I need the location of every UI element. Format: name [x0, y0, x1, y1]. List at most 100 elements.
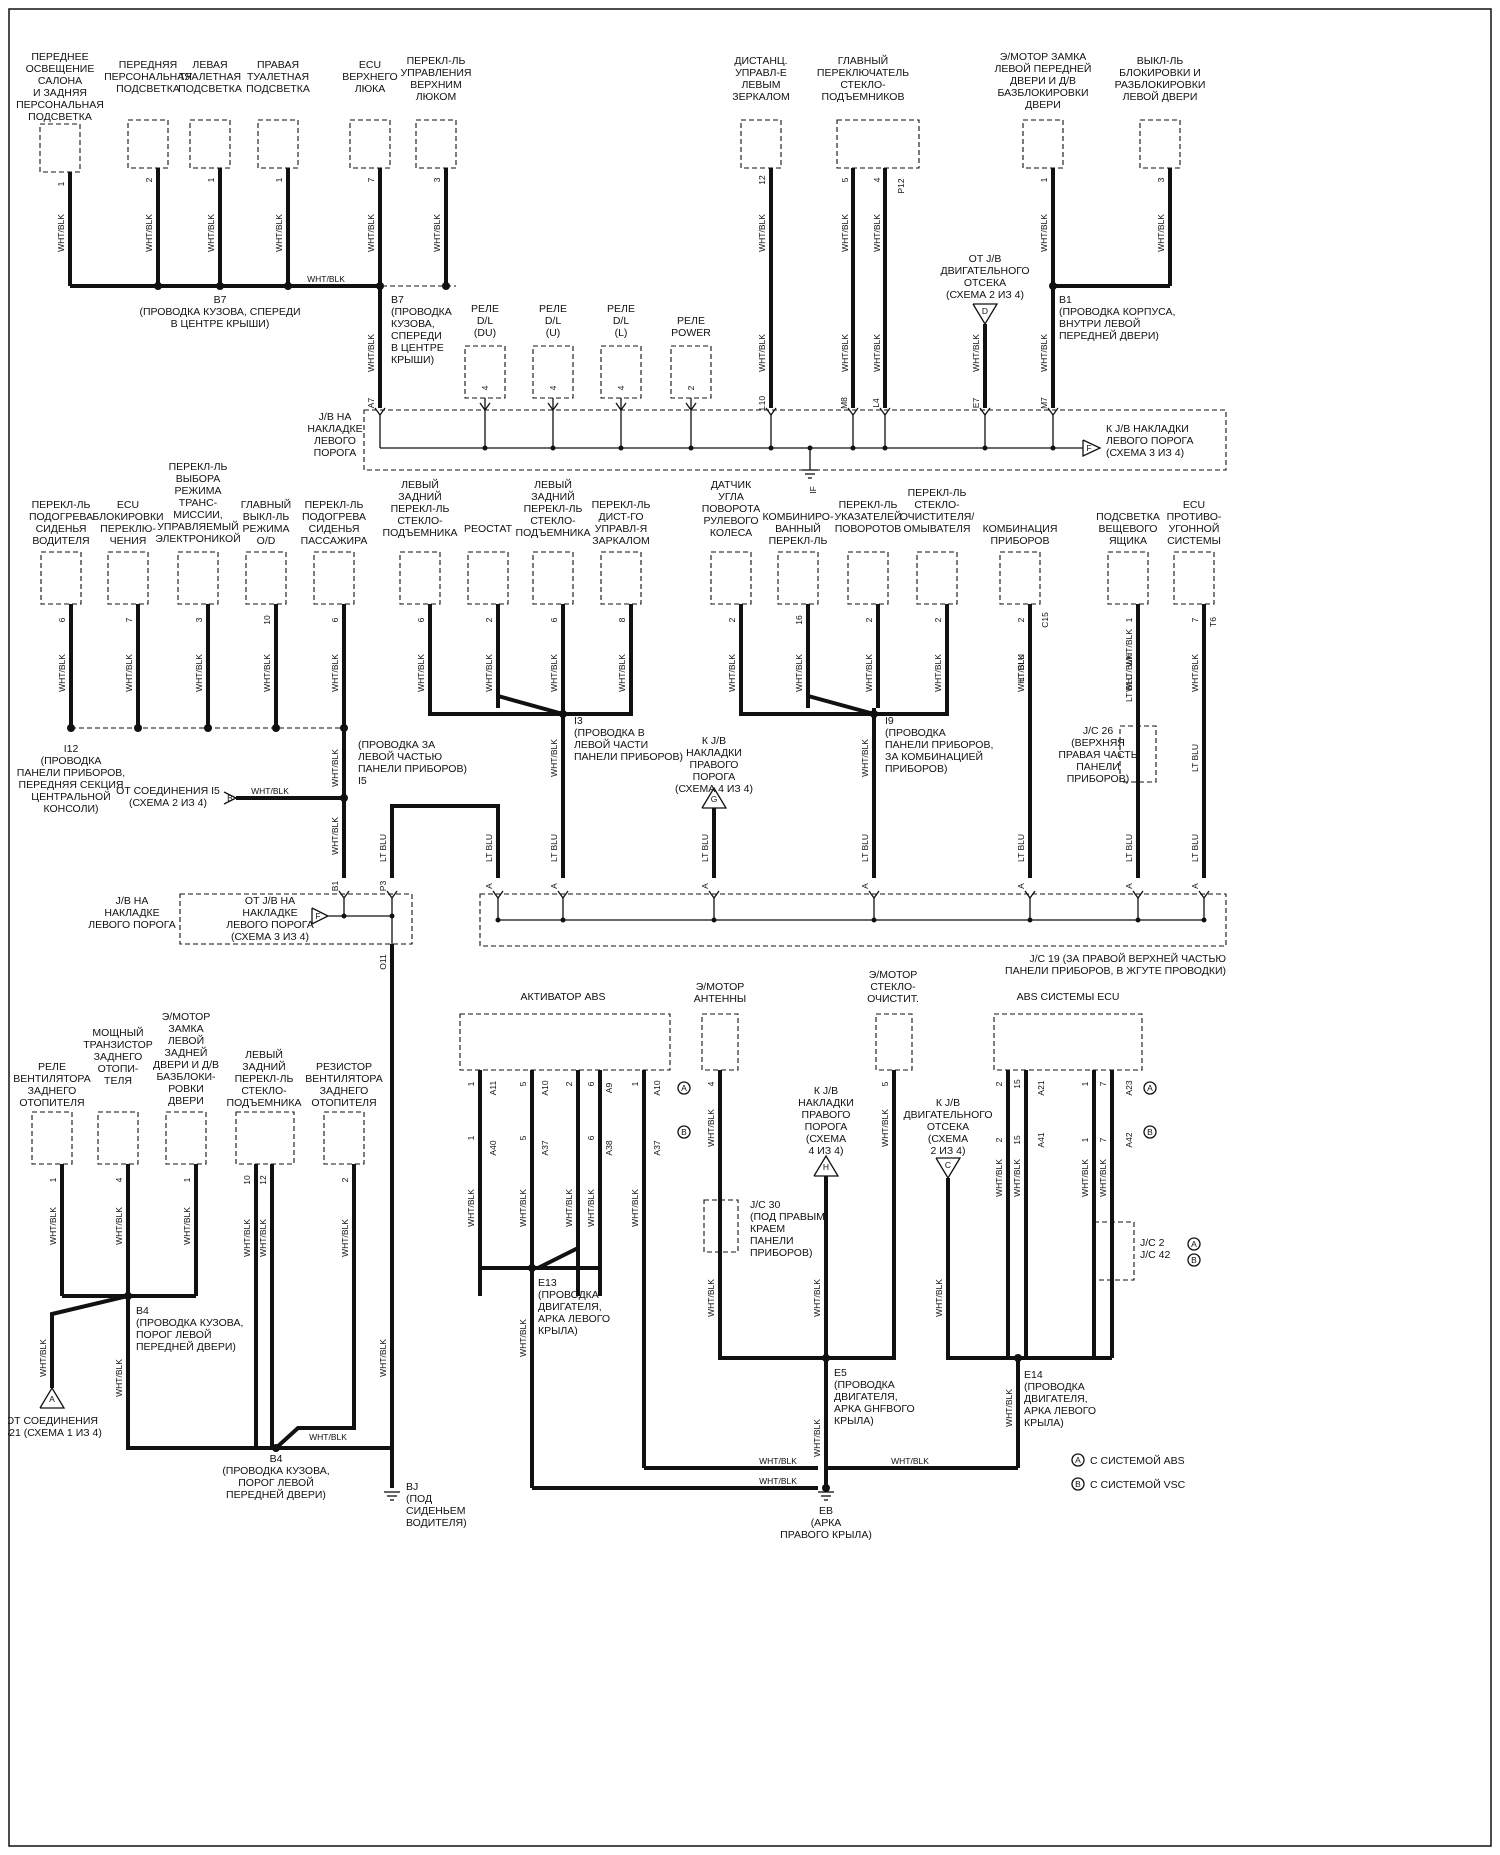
wire-color-label: WHT/BLK	[549, 739, 559, 777]
option-letter: A	[1075, 1455, 1081, 1465]
wire-color-label: WHT/BLK	[1016, 654, 1026, 692]
splice-dot	[982, 445, 988, 451]
component-label: ПРАВАЯ	[257, 59, 299, 71]
component-label: ДВЕРИ	[168, 1095, 204, 1107]
component-box	[777, 551, 819, 605]
component-label: ОЧИСТИТЕЛЯ/	[900, 511, 975, 523]
component-label: ТУАЛЕТНАЯ	[247, 71, 309, 83]
component-label: НАКЛАДКЕ	[242, 907, 297, 919]
component-label: К J/B НАКЛАДКИ	[1106, 423, 1189, 435]
wire-color-label: WHT/BLK	[757, 334, 767, 372]
component-label: В ЦЕНТРЕ	[391, 342, 444, 354]
component-label: ПОДСВЕТКА	[28, 111, 92, 123]
splice-dot	[1050, 445, 1056, 451]
legend-text: С СИСТЕМОЙ ABS	[1090, 1454, 1185, 1467]
splice-dot	[850, 445, 856, 451]
connector-code: A37	[540, 1140, 550, 1155]
component-label: ПЕРЕДНЕЙ ДВЕРИ)	[136, 1340, 236, 1353]
component-label: ЛЕВЫЙ	[401, 478, 439, 491]
component-label: ЛЕВОЙ	[168, 1034, 204, 1047]
component-label: (ПРОВОДКА	[391, 306, 452, 318]
component-label: СИДЕНЬЕМ	[406, 1505, 465, 1517]
wire-color-label: WHT/BLK	[38, 1339, 48, 1377]
component-label: УПРАВЛЕНИЯ	[400, 67, 471, 79]
component-label: (СХЕМА 3 ИЗ 4)	[1106, 447, 1184, 459]
connector-code: A37	[652, 1140, 662, 1155]
wire-color-label: WHT/BLK	[934, 1279, 944, 1317]
wire	[428, 708, 563, 716]
component-label: (СХЕМА	[928, 1133, 968, 1145]
component-label: ЛЕВОГО ПОРОГА	[88, 919, 176, 931]
component-label: ПЕРЕДНЕЕ	[31, 51, 88, 63]
pin-number: 1	[630, 1081, 640, 1086]
pin-number: M7	[1039, 397, 1049, 409]
component-box	[39, 123, 81, 173]
component-label: E13	[538, 1277, 557, 1289]
component-label: Э/МОТОР	[869, 969, 918, 981]
component-label: В ЦЕНТРЕ КРЫШИ)	[171, 318, 270, 330]
wire-color-label: WHT/BLK	[812, 1279, 822, 1317]
component-label: ЗАРКАЛОМ	[592, 535, 650, 547]
pin-number: 10	[262, 615, 272, 625]
component-label: ОТСЕКА	[927, 1121, 969, 1133]
pin-number: 1	[466, 1135, 476, 1140]
connector-D	[972, 303, 999, 326]
component-label: ПЕРЕКЛ-ЛЬ	[305, 499, 364, 511]
component-label: ПРАВАЯ ЧАСТЬ	[1058, 749, 1137, 761]
component-label: Э/МОТОР	[162, 1011, 211, 1023]
component-label: ПОРОГ ЛЕВОЙ	[136, 1328, 212, 1341]
component-label: НАКЛАДКИ	[686, 747, 742, 759]
connector-F2	[311, 907, 330, 926]
option-letter: A	[1147, 1083, 1153, 1093]
connector-letter: G	[711, 794, 718, 804]
component-label: УПРАВЛ-Е	[735, 67, 787, 79]
component-label: ПЕРЕКЛ-ЛЬ	[235, 1073, 294, 1085]
component-label: РЕЛЕ	[539, 303, 567, 315]
component-label: ПЕРЕКЛЮ-	[100, 523, 156, 535]
wire-color-label: LT BLU	[1016, 654, 1026, 682]
component-label: УПРАВЛЯЕМЫЙ	[157, 520, 238, 533]
component-label: ЛЮКОМ	[416, 91, 456, 103]
pin-number: 1	[1080, 1081, 1090, 1086]
component-label: КОМБИНИРО-	[763, 511, 834, 523]
pin-number: 2	[484, 617, 494, 622]
pin-arrow	[374, 407, 386, 417]
pin-arrow	[765, 407, 777, 417]
component-label: (ПРОВОДКА	[538, 1289, 599, 1301]
wire	[126, 1296, 276, 1450]
wire-color-label: WHT/BLK	[56, 214, 66, 252]
component-label: BJ	[406, 1481, 418, 1493]
pin-number: 7	[366, 177, 376, 182]
component-label: POWER	[671, 327, 711, 339]
pin-number: 2	[864, 617, 874, 622]
component-box	[323, 1111, 365, 1165]
wire-color-label: WHT/BLK	[586, 1189, 596, 1227]
diagram-border	[8, 8, 1492, 1847]
wire-color-label: WHT/BLK	[1124, 654, 1134, 692]
connector-code: A9	[604, 1083, 614, 1094]
component-label: РОВКИ	[168, 1083, 204, 1095]
connector-letter: F	[1086, 443, 1091, 453]
pin-arrow	[879, 407, 891, 417]
pin-number: A7	[366, 398, 376, 409]
component-label: B7	[391, 294, 404, 306]
pin-number: 7	[1190, 617, 1200, 622]
pin-number: 3	[1156, 177, 1166, 182]
component-box	[467, 551, 509, 605]
connector-code: P12	[896, 178, 906, 193]
wire-color-label: WHT/BLK	[617, 654, 627, 692]
wire-color-label: WHT/BLK	[759, 1476, 797, 1486]
component-label: ДВИГАТЕЛЬНОГО	[903, 1109, 992, 1121]
pin-number: 8	[617, 617, 627, 622]
connector-letter: C	[945, 1160, 951, 1170]
component-box	[189, 119, 231, 169]
component-label: СТЕКЛО-	[870, 981, 916, 993]
component-label: УКАЗАТЕЛЕЙ	[834, 510, 901, 523]
splice-dot	[688, 445, 694, 451]
wire-color-label: WHT/BLK	[144, 214, 154, 252]
component-box	[245, 551, 287, 605]
pin-number: 4	[616, 385, 626, 390]
component-label: АКТИВАТОР ABS	[521, 991, 606, 1003]
wire-color-label: WHT/BLK	[864, 654, 874, 692]
component-label: ЗАДНИЙ	[242, 1060, 285, 1073]
